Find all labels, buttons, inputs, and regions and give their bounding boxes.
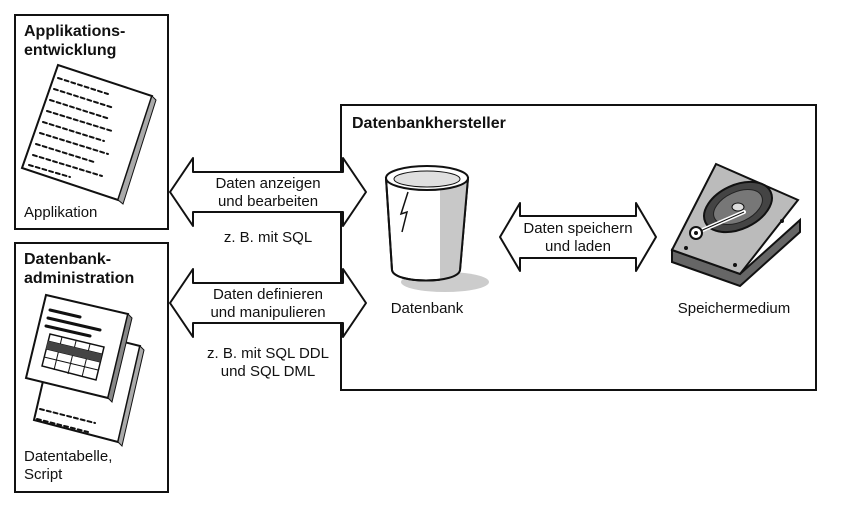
definieren-manipulieren-text: Daten definieren und manipulieren [210, 286, 326, 321]
datenbankhersteller-title: Datenbankhersteller [352, 115, 506, 132]
definieren-manipulieren-arrow [169, 268, 367, 338]
sql-ddl-dml-note: z. B. mit SQL DDL und SQL DML [207, 345, 329, 380]
speichermedium-label: Speichermedium [677, 300, 791, 317]
datenbankadministration-title: Datenbank- administration [24, 251, 135, 287]
applikationsentwicklung-title: Applikations- entwicklung [24, 23, 126, 59]
hard-drive-icon [670, 162, 801, 288]
sql-note: z. B. mit SQL [223, 229, 313, 246]
datentabelle-script-document-icon [24, 293, 145, 447]
datentabelle-script-caption: Datentabelle, Script [24, 448, 113, 483]
datenbank-label: Datenbank [390, 300, 464, 317]
database-icon [384, 165, 489, 292]
speichern-laden-text: Daten speichern und laden [523, 220, 633, 255]
speichern-laden-arrow [499, 202, 657, 272]
anzeigen-bearbeiten-text: Daten anzeigen und bearbeiten [215, 175, 321, 210]
anzeigen-bearbeiten-arrow [169, 157, 367, 227]
application-document-icon [20, 63, 157, 205]
applikation-caption: Applikation [24, 204, 98, 221]
